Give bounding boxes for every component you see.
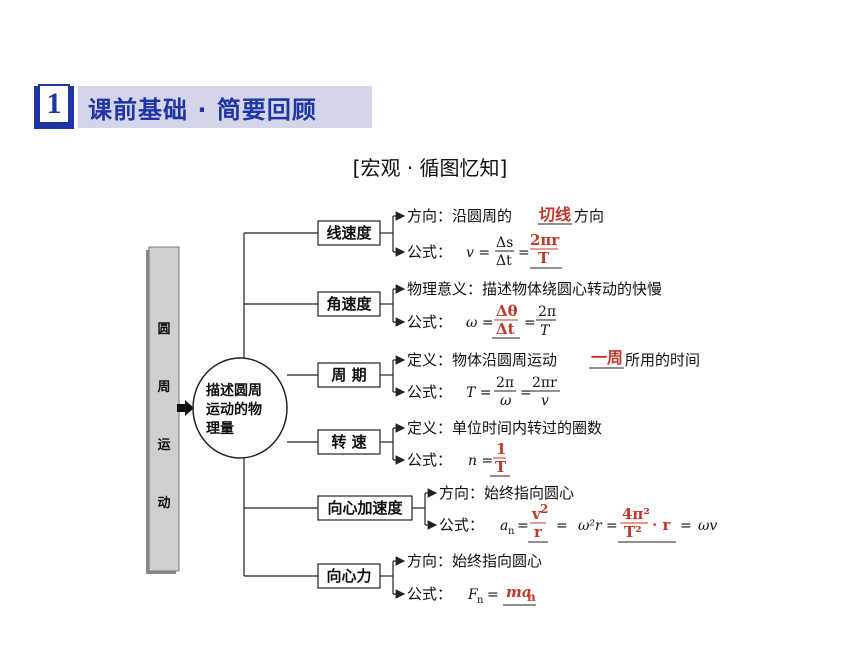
- period-formula: 公式： T = 2π ω = 2πr v: [407, 375, 560, 409]
- svg-text:2π: 2π: [538, 304, 556, 320]
- svg-text:=: =: [524, 315, 536, 331]
- topic-panel: 圆 周 运 动: [146, 246, 180, 574]
- topic-char-1: 圆: [157, 322, 170, 337]
- svg-text:方向：始终指向圆心: 方向：始终指向圆心: [439, 484, 574, 502]
- svg-text:Δθ: Δθ: [496, 302, 518, 320]
- svg-text:=: =: [487, 587, 499, 603]
- svg-text:=: =: [518, 245, 530, 261]
- topic-char-2: 周: [157, 380, 170, 395]
- svg-text:r: r: [534, 523, 543, 541]
- concept-box-centripetal-acceleration: 向心加速度: [317, 495, 413, 521]
- svg-text:ma: ma: [506, 583, 532, 601]
- svg-text:角速度: 角速度: [326, 295, 372, 313]
- svg-text:2: 2: [540, 502, 548, 516]
- center-line-2: 运动的物: [206, 401, 262, 418]
- svg-text:2πr: 2πr: [530, 231, 560, 249]
- svg-text:方向：始终指向圆心: 方向：始终指向圆心: [407, 552, 542, 570]
- svg-text:· r: · r: [652, 516, 671, 534]
- center-node: 描述圆周 运动的物 理量: [192, 357, 288, 459]
- svg-text:T²: T²: [624, 523, 642, 541]
- concept-box-rotational-speed: 转 速: [317, 429, 381, 455]
- svg-text:周 期: 周 期: [331, 366, 366, 384]
- answer-tangent: 切线: [539, 205, 571, 224]
- center-line-3: 理量: [206, 421, 234, 437]
- centripetal-force-direction: 方向：始终指向圆心: [407, 552, 542, 570]
- section-banner: 1 课前基础 · 简要回顾: [34, 84, 372, 130]
- svg-text:线速度: 线速度: [326, 224, 372, 242]
- svg-text:2π: 2π: [496, 375, 514, 391]
- svg-text:v: v: [531, 505, 542, 523]
- angular-velocity-formula: 公式： ω = Δθ Δt = 2π T: [407, 302, 556, 339]
- svg-text:公式：: 公式：: [407, 585, 452, 603]
- svg-text:2πr: 2πr: [532, 375, 557, 391]
- svg-text:转 速: 转 速: [331, 433, 366, 451]
- svg-text:ω: ω: [500, 393, 512, 409]
- topic-char-4: 动: [157, 496, 170, 511]
- svg-text:=: =: [680, 518, 692, 534]
- svg-text:n: n: [527, 590, 536, 604]
- svg-text:定义：物体沿圆周运动: 定义：物体沿圆周运动: [407, 351, 557, 369]
- concept-box-period: 周 期: [317, 362, 381, 388]
- subtitle: [宏观 · 循图忆知]: [352, 156, 508, 180]
- rotational-speed-formula: 公式： n = 1 T: [407, 440, 510, 477]
- svg-text:a: a: [500, 518, 508, 534]
- center-line-1: 描述圆周: [206, 382, 262, 399]
- svg-text:n: n: [508, 526, 515, 537]
- svg-text:方向：沿圆周的: 方向：沿圆周的: [407, 207, 512, 225]
- connectors: [243, 232, 318, 577]
- svg-text:定义：单位时间内转过的圈数: 定义：单位时间内转过的圈数: [407, 419, 602, 437]
- svg-text:v: v: [541, 393, 549, 409]
- svg-text:向心力: 向心力: [326, 567, 371, 585]
- svg-text:方向: 方向: [574, 207, 604, 225]
- arrow-right-icon: [177, 400, 194, 416]
- svg-text:公式：: 公式：: [407, 313, 452, 331]
- svg-text:ω²r: ω²r: [578, 518, 603, 534]
- section-title: 课前基础 · 简要回顾: [78, 86, 372, 128]
- svg-text:T: T: [540, 323, 551, 339]
- section-number-badge: 1: [38, 84, 70, 124]
- svg-text:=: =: [517, 518, 529, 534]
- centripetal-acceleration-direction: 方向：始终指向圆心: [439, 484, 574, 502]
- svg-text:公式：: 公式：: [407, 383, 452, 401]
- svg-text:T: T: [538, 249, 550, 267]
- svg-text:n =: n =: [468, 453, 493, 469]
- svg-text:Δt: Δt: [496, 253, 512, 269]
- bracket-connectors: [380, 211, 438, 599]
- rotational-speed-definition: 定义：单位时间内转过的圈数: [407, 419, 602, 437]
- period-definition: 定义：物体沿圆周运动 一周 所用的时间: [407, 348, 700, 369]
- svg-text:公式：: 公式：: [439, 516, 484, 534]
- svg-text:F: F: [467, 587, 479, 603]
- linear-velocity-direction: 方向：沿圆周的 切线 方向: [407, 205, 604, 225]
- concept-box-angular-velocity: 角速度: [317, 291, 381, 317]
- linear-velocity-formula: 公式： v = Δs Δt = 2πr T: [407, 231, 562, 269]
- svg-text:公式：: 公式：: [407, 243, 452, 261]
- svg-text:向心加速度: 向心加速度: [327, 499, 403, 517]
- svg-text:公式：: 公式：: [407, 451, 452, 469]
- svg-text:=: =: [606, 518, 618, 534]
- svg-text:1: 1: [496, 440, 506, 458]
- svg-text:所用的时间: 所用的时间: [625, 351, 700, 369]
- svg-text:Δt: Δt: [496, 320, 515, 338]
- concept-box-centripetal-force: 向心力: [317, 563, 381, 589]
- centripetal-force-formula: 公式： F n = ma n: [407, 583, 536, 606]
- topic-char-3: 运: [157, 438, 170, 453]
- svg-text:物理意义：描述物体绕圆心转动的快慢: 物理意义：描述物体绕圆心转动的快慢: [407, 280, 662, 298]
- svg-text:v =: v =: [466, 245, 490, 261]
- svg-text:4π²: 4π²: [622, 505, 650, 523]
- svg-text:=: =: [556, 518, 568, 534]
- svg-text:Δs: Δs: [496, 235, 513, 251]
- angular-velocity-meaning: 物理意义：描述物体绕圆心转动的快慢: [407, 280, 662, 298]
- svg-text:ω =: ω =: [466, 315, 494, 331]
- svg-text:=: =: [520, 385, 532, 401]
- svg-text:ωv: ωv: [698, 518, 717, 534]
- answer-one-cycle: 一周: [591, 348, 623, 367]
- svg-text:n: n: [477, 595, 484, 606]
- centripetal-acceleration-formula: 公式： a n = v 2 r = ω²r = 4π² T² · r = ωv: [439, 502, 717, 543]
- svg-text:T =: T =: [466, 385, 492, 401]
- concept-box-linear-velocity: 线速度: [317, 220, 381, 246]
- svg-text:T: T: [495, 458, 507, 476]
